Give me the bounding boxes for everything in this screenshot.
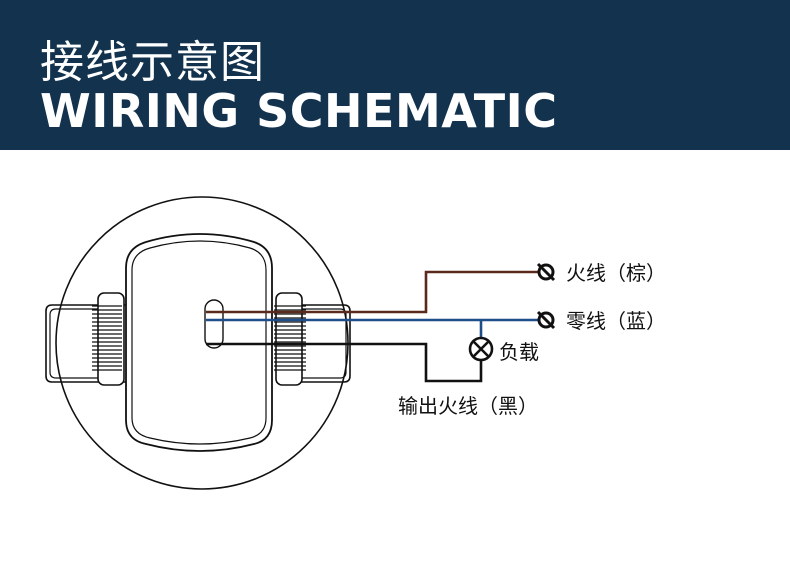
title-english: WIRING SCHEMATIC	[40, 84, 558, 138]
load-label: 负载	[499, 340, 539, 364]
live-terminal-icon	[536, 262, 556, 282]
header-banner: 接线示意图 WIRING SCHEMATIC	[0, 0, 790, 150]
left-spring-clip	[45, 292, 128, 386]
title-chinese: 接线示意图	[40, 37, 265, 88]
neutral-terminal-icon	[536, 310, 556, 330]
load-lamp-icon	[468, 336, 494, 362]
live-label: 火线（棕）	[566, 261, 666, 285]
live-wire	[206, 270, 544, 314]
right-spring-clip	[274, 292, 351, 386]
device-body	[125, 233, 273, 452]
neutral-label: 零线（蓝）	[566, 309, 666, 333]
output-label: 输出火线（黑）	[398, 394, 538, 418]
output-wire	[206, 342, 483, 383]
